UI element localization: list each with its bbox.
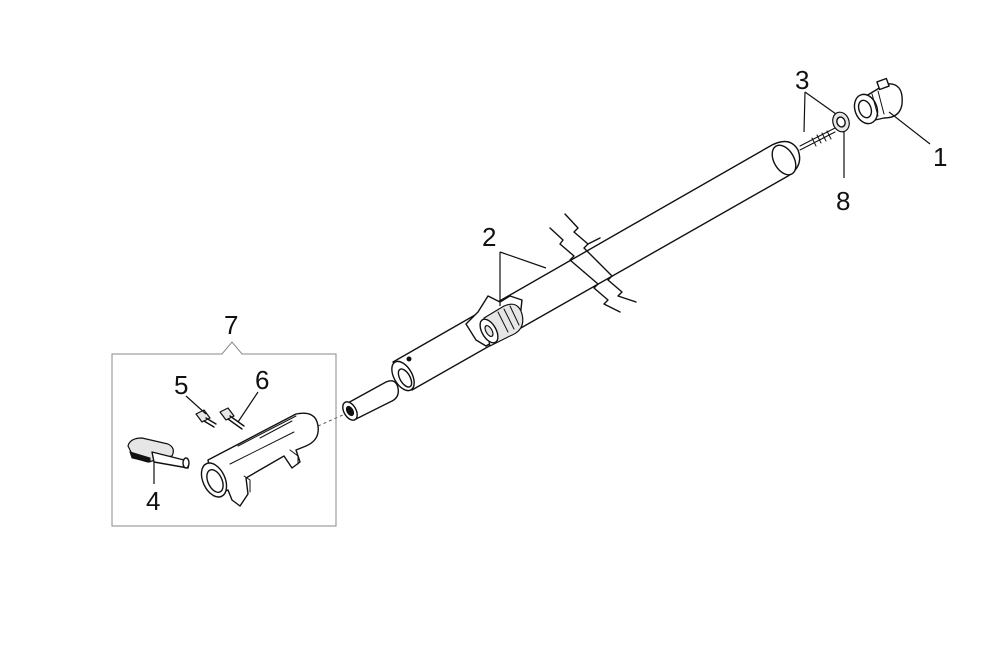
inner-bushing bbox=[479, 303, 524, 347]
end-cap bbox=[853, 77, 903, 125]
drive-shaft bbox=[799, 127, 836, 151]
callout-8: 8 bbox=[836, 186, 850, 216]
screw-6 bbox=[219, 407, 245, 430]
tube-cutaway bbox=[465, 295, 524, 347]
callout-1: 1 bbox=[933, 142, 947, 172]
wing-knob bbox=[127, 437, 190, 469]
leader-lines bbox=[153, 91, 931, 484]
spline-end bbox=[811, 130, 832, 147]
washer bbox=[832, 111, 850, 133]
break-marks bbox=[549, 213, 637, 313]
kit-box bbox=[111, 341, 337, 527]
screw-5 bbox=[195, 409, 217, 428]
callout-2: 2 bbox=[482, 222, 496, 252]
coupler-sleeve bbox=[342, 380, 400, 421]
callout-6: 6 bbox=[255, 365, 269, 395]
assembly-centerline bbox=[317, 413, 346, 427]
callouts: 1 2 3 4 5 6 7 8 bbox=[146, 65, 947, 516]
callout-3: 3 bbox=[795, 65, 809, 95]
clamp-housing bbox=[200, 412, 319, 507]
callout-5: 5 bbox=[174, 370, 188, 400]
callout-7: 7 bbox=[224, 310, 238, 340]
main-tube bbox=[391, 140, 801, 392]
callout-4: 4 bbox=[146, 486, 160, 516]
